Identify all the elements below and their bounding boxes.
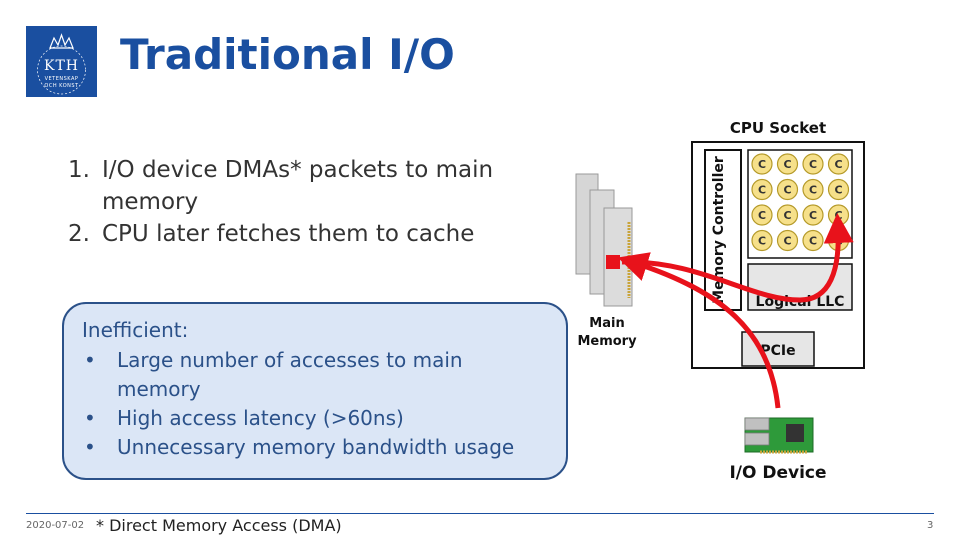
- inefficiency-callout: Inefficient: • Large number of accesses …: [62, 302, 568, 480]
- cpu-core-label: C: [834, 184, 842, 197]
- slide-title: Traditional I/O: [120, 30, 455, 79]
- step-number: 2.: [68, 221, 90, 247]
- cpu-core-label: C: [758, 184, 766, 197]
- step-item: 1. I/O device DMAs* packets to main memo…: [68, 154, 502, 218]
- cpu-core-label: C: [834, 209, 842, 222]
- logo-subtext-2: OCH KONST: [44, 83, 79, 89]
- nic-card-icon: [744, 417, 814, 454]
- steps-list: 1. I/O device DMAs* packets to main memo…: [68, 154, 502, 250]
- cpu-core: [751, 229, 773, 252]
- cpu-core-label: C: [809, 235, 817, 248]
- logo-text: KTH: [43, 58, 79, 74]
- crown-emblem-icon: [37, 33, 86, 95]
- cpu-core: [776, 204, 799, 226]
- memory-controller-label: Memory Controller: [711, 156, 727, 304]
- kth-logo: KTH VETENSKAP OCH KONST: [26, 26, 97, 97]
- cpu-core: [802, 178, 824, 201]
- cpu-core: [776, 229, 799, 252]
- cpu-core: [776, 153, 799, 175]
- cpu-core: [802, 229, 824, 252]
- callout-item: • High access latency (>60ns): [82, 404, 547, 433]
- cpu-core-label: C: [758, 209, 766, 222]
- footnote: * Direct Memory Access (DMA): [96, 516, 342, 535]
- cpu-core-label: C: [809, 158, 817, 171]
- cpu-core-label: C: [783, 235, 791, 248]
- cpu-core-label: C: [758, 158, 766, 171]
- callout-item-text: Unnecessary memory bandwidth usage: [117, 435, 515, 459]
- cpu-core: [751, 178, 773, 201]
- callout-item-text: High access latency (>60ns): [117, 406, 404, 430]
- io-device-label: I/O Device: [729, 463, 826, 483]
- cpu-core-label: C: [783, 158, 791, 171]
- step-item: 2. CPU later fetches them to cache: [68, 218, 502, 250]
- bullet-icon: •: [84, 348, 96, 372]
- bullet-icon: •: [84, 435, 96, 459]
- step-text: I/O device DMAs* packets to main memory: [102, 157, 494, 215]
- callout-item: • Large number of accesses to main memor…: [82, 346, 547, 404]
- cpu-core: [802, 153, 824, 175]
- page-number: 3: [927, 520, 934, 531]
- cpu-core-label: C: [809, 209, 817, 222]
- callout-heading: Inefficient:: [82, 318, 189, 342]
- cpu-core: [751, 204, 773, 226]
- cpu-socket-label: CPU Socket: [730, 119, 826, 137]
- callout-item-text: Large number of accesses to main memory: [117, 348, 463, 401]
- cpu-core-label: C: [783, 184, 791, 197]
- cpu-core-label: C: [809, 184, 817, 197]
- cpu-core: [827, 153, 850, 175]
- cpu-core: [776, 178, 799, 201]
- logo-subtext-1: VETENSKAP: [44, 76, 79, 82]
- pcie-label: PCIe: [760, 343, 795, 359]
- cpu-core: [827, 178, 850, 201]
- cpu-core-label: C: [758, 235, 766, 248]
- bullet-icon: •: [84, 406, 96, 430]
- callout-list: • Large number of accesses to main memor…: [82, 346, 547, 462]
- main-memory-icon: [575, 173, 633, 307]
- cpu-core-label: C: [783, 209, 791, 222]
- main-memory-label-2: Memory: [577, 334, 637, 349]
- callout-item: • Unnecessary memory bandwidth usage: [82, 433, 547, 462]
- fetch-arrow: [621, 213, 854, 303]
- cpu-core-label: C: [834, 158, 842, 171]
- main-memory-label-1: Main: [589, 316, 624, 331]
- dma-arrow: [617, 252, 781, 409]
- cpu-core: [751, 153, 773, 175]
- footer-divider: [26, 513, 934, 514]
- step-text: CPU later fetches them to cache: [102, 221, 475, 247]
- cpu-core: [802, 204, 824, 226]
- footer-date: 2020-07-02: [26, 520, 85, 531]
- step-number: 1.: [68, 157, 90, 183]
